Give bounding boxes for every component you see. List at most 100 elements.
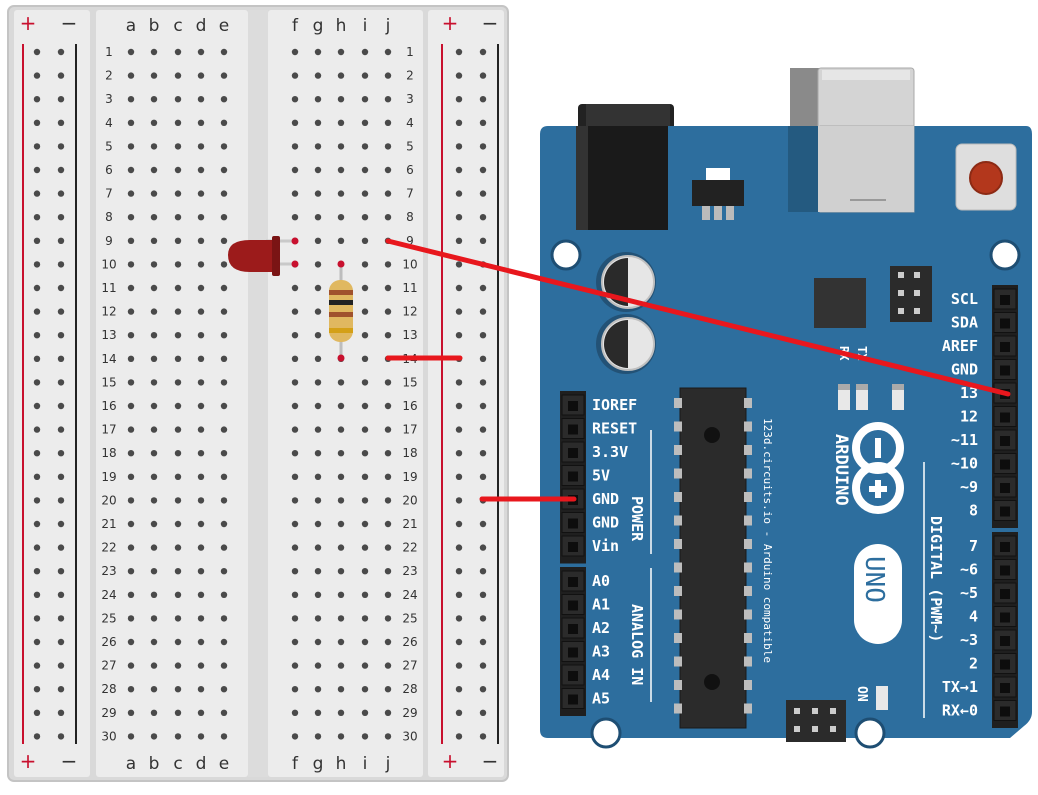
breadboard-hole[interactable] [314, 261, 322, 268]
breadboard-hole[interactable] [361, 733, 369, 740]
rail-hole[interactable] [33, 615, 41, 622]
breadboard-hole[interactable] [127, 733, 135, 740]
rail-hole[interactable] [479, 638, 487, 646]
breadboard-hole[interactable] [174, 497, 182, 504]
digital-upper-pin-6[interactable] [993, 429, 1017, 451]
rail-hole[interactable] [57, 497, 65, 504]
breadboard-hole[interactable] [127, 214, 135, 221]
breadboard-hole[interactable] [220, 379, 228, 386]
rail-hole[interactable] [479, 473, 487, 480]
rail-hole[interactable] [33, 119, 41, 127]
breadboard-hole[interactable] [127, 615, 135, 622]
breadboard-hole[interactable] [384, 402, 392, 410]
digital-lower-pin-4[interactable] [993, 629, 1017, 651]
breadboard-hole[interactable] [291, 379, 299, 386]
rail-hole[interactable] [479, 450, 487, 457]
rail-hole[interactable] [455, 261, 463, 268]
rail-hole[interactable] [455, 686, 463, 693]
breadboard-hole[interactable] [150, 214, 158, 221]
rail-hole[interactable] [57, 473, 65, 480]
breadboard-hole[interactable] [174, 568, 182, 575]
breadboard-hole[interactable] [197, 261, 205, 268]
breadboard-hole[interactable] [174, 520, 182, 528]
breadboard-hole[interactable] [220, 497, 228, 504]
analog-pin-4[interactable] [561, 664, 585, 686]
breadboard-hole[interactable] [197, 190, 205, 197]
breadboard-hole[interactable] [337, 119, 345, 127]
breadboard-hole[interactable] [174, 48, 182, 56]
breadboard-hole[interactable] [127, 709, 135, 716]
breadboard-hole[interactable] [197, 544, 205, 551]
breadboard-hole[interactable] [150, 143, 158, 150]
breadboard-hole[interactable] [220, 143, 228, 150]
breadboard-hole[interactable] [337, 214, 345, 221]
breadboard-hole[interactable] [291, 686, 299, 693]
breadboard-hole[interactable] [127, 426, 135, 433]
breadboard-hole[interactable] [150, 308, 158, 315]
breadboard-hole[interactable] [384, 284, 392, 292]
breadboard-hole[interactable] [291, 214, 299, 221]
breadboard-hole[interactable] [127, 402, 135, 410]
breadboard-hole[interactable] [291, 308, 299, 315]
breadboard-hole[interactable] [361, 686, 369, 693]
led-component[interactable] [228, 236, 299, 276]
rail-hole[interactable] [33, 568, 41, 575]
breadboard-hole[interactable] [174, 709, 182, 716]
breadboard-hole[interactable] [337, 520, 345, 528]
rail-hole[interactable] [479, 544, 487, 551]
breadboard-hole[interactable] [314, 119, 322, 127]
rail-hole[interactable] [33, 662, 41, 669]
rail-hole[interactable] [455, 497, 463, 504]
breadboard-hole[interactable] [150, 426, 158, 433]
rail-hole[interactable] [455, 119, 463, 127]
breadboard-hole[interactable] [291, 662, 299, 669]
breadboard-hole[interactable] [291, 119, 299, 127]
breadboard-hole[interactable] [361, 237, 369, 244]
breadboard-hole[interactable] [291, 473, 299, 480]
breadboard-hole[interactable] [220, 591, 228, 598]
breadboard-hole[interactable] [197, 591, 205, 598]
breadboard-hole[interactable] [314, 355, 322, 362]
power-pin-1[interactable] [561, 418, 585, 439]
breadboard-hole[interactable] [174, 473, 182, 480]
breadboard-hole[interactable] [150, 638, 158, 646]
breadboard-hole[interactable] [291, 284, 299, 292]
breadboard-hole[interactable] [127, 72, 135, 79]
rail-hole[interactable] [479, 214, 487, 221]
breadboard-hole[interactable] [361, 332, 369, 339]
rail-hole[interactable] [57, 568, 65, 575]
breadboard-hole[interactable] [314, 426, 322, 433]
breadboard-hole[interactable] [314, 237, 322, 244]
breadboard-hole[interactable] [150, 520, 158, 528]
breadboard-hole[interactable] [197, 615, 205, 622]
breadboard-hole[interactable] [337, 662, 345, 669]
breadboard-hole[interactable] [220, 450, 228, 457]
breadboard-hole[interactable] [127, 143, 135, 150]
rail-hole[interactable] [455, 426, 463, 433]
rail-hole[interactable] [57, 709, 65, 716]
breadboard-hole[interactable] [127, 48, 135, 56]
breadboard-hole[interactable] [197, 450, 205, 457]
rail-hole[interactable] [33, 733, 41, 740]
breadboard-hole[interactable] [220, 355, 228, 362]
breadboard-hole[interactable] [361, 662, 369, 669]
breadboard-hole[interactable] [384, 72, 392, 79]
breadboard-hole[interactable] [384, 473, 392, 480]
power-pin-0[interactable] [561, 394, 585, 416]
digital-lower-pin-6[interactable] [993, 676, 1017, 698]
breadboard-hole[interactable] [174, 638, 182, 646]
breadboard-hole[interactable] [197, 166, 205, 174]
breadboard-hole[interactable] [337, 143, 345, 150]
breadboard-hole[interactable] [197, 284, 205, 292]
digital-lower-pin-1[interactable] [993, 559, 1017, 580]
rail-hole[interactable] [479, 662, 487, 669]
breadboard-hole[interactable] [174, 119, 182, 127]
breadboard-hole[interactable] [361, 284, 369, 292]
breadboard-hole[interactable] [174, 615, 182, 622]
breadboard-hole[interactable] [150, 119, 158, 127]
breadboard-hole[interactable] [150, 544, 158, 551]
breadboard-hole[interactable] [314, 450, 322, 457]
breadboard-hole[interactable] [150, 662, 158, 669]
breadboard-hole[interactable] [314, 72, 322, 79]
digital-lower-pin-5[interactable] [993, 653, 1017, 674]
